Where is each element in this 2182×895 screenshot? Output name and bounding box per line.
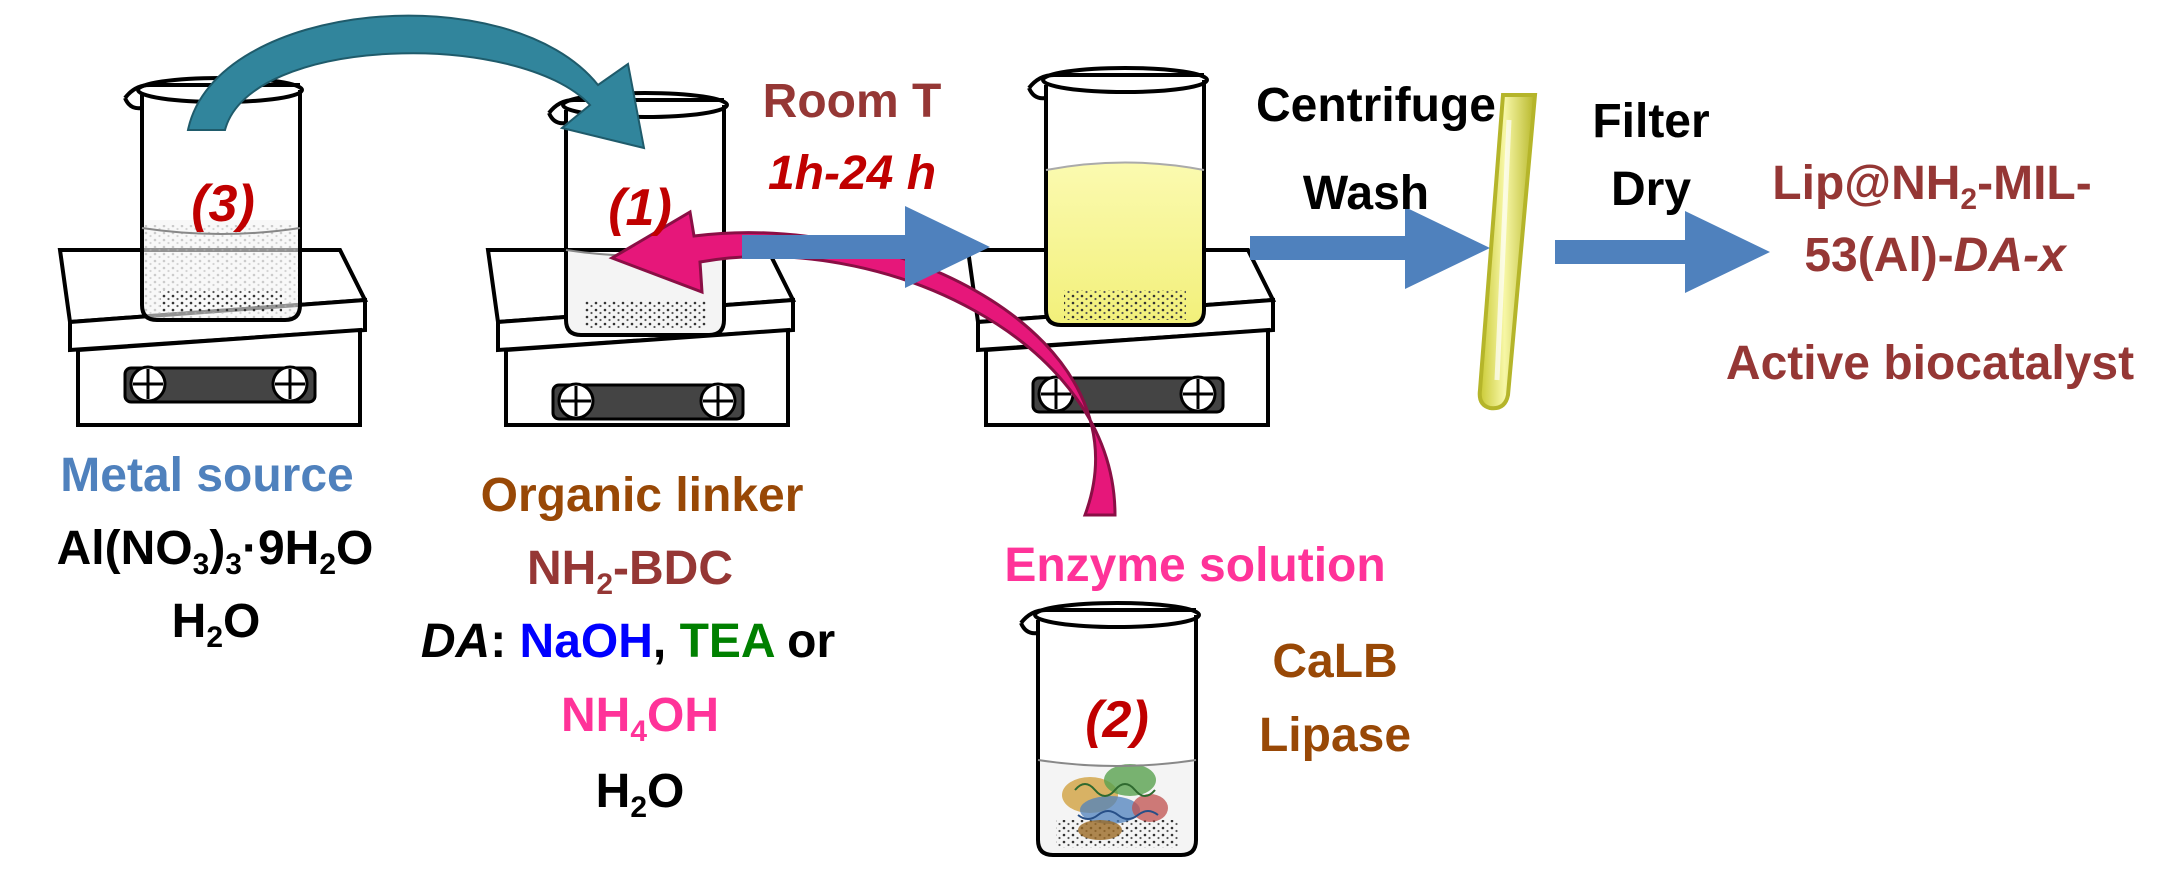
knob-icon (129, 365, 167, 403)
product-subtitle: Active biocatalyst (1725, 337, 2135, 390)
process-arrow-3 (1555, 211, 1770, 293)
workup-filter: Filter (1592, 95, 1710, 148)
beaker-metal-source (123, 76, 304, 322)
organic-linker-title: Organic linker (480, 469, 804, 522)
metal-source-solvent: H2O (171, 595, 261, 654)
transfer-arrow-enzyme-to-linker (608, 209, 1117, 517)
product-name-line2: 53(Al)-DA-x (1804, 229, 2066, 282)
deprotonating-agents: DA: NaOH, TEA or (420, 615, 836, 668)
product-name-line1: Lip@NH2-MIL- (1772, 157, 2092, 216)
beaker-number-2: (2) (1085, 691, 1149, 749)
test-tube-icon (1477, 93, 1538, 411)
organic-linker-formula: NH2-BDC (527, 542, 733, 601)
transfer-arrow-metal-to-linker (186, 14, 646, 150)
workup-wash: Wash (1302, 167, 1430, 220)
enzyme-solution-title: Enzyme solution (1004, 539, 1386, 592)
workup-centrifuge: Centrifuge (1256, 79, 1496, 132)
knob-icon (557, 382, 595, 420)
knob-icon (271, 365, 309, 403)
process-arrow-2 (1250, 207, 1490, 289)
linker-solvent: H2O (595, 765, 685, 824)
beaker-enzyme (1019, 601, 1201, 857)
knob-icon (699, 382, 737, 420)
reaction-temperature: Room T (762, 75, 942, 128)
enzyme-name-calb: CaLB (1272, 635, 1398, 688)
enzyme-name-lipase: Lipase (1258, 709, 1412, 762)
beaker-number-1: (1) (608, 179, 672, 237)
metal-source-title: Metal source (60, 449, 354, 502)
knob-icon (1179, 375, 1217, 413)
beaker-reaction (1027, 66, 1209, 327)
metal-source-formula: Al(NO3)3·9H2O (56, 522, 374, 581)
enzyme-protein-icon (1062, 764, 1168, 840)
process-arrow-1 (742, 206, 990, 288)
beaker-number-3: (3) (191, 175, 255, 233)
reaction-time: 1h-24 h (767, 147, 937, 200)
ammonium-hydroxide: NH4OH (560, 689, 720, 748)
workup-dry: Dry (1610, 163, 1692, 216)
